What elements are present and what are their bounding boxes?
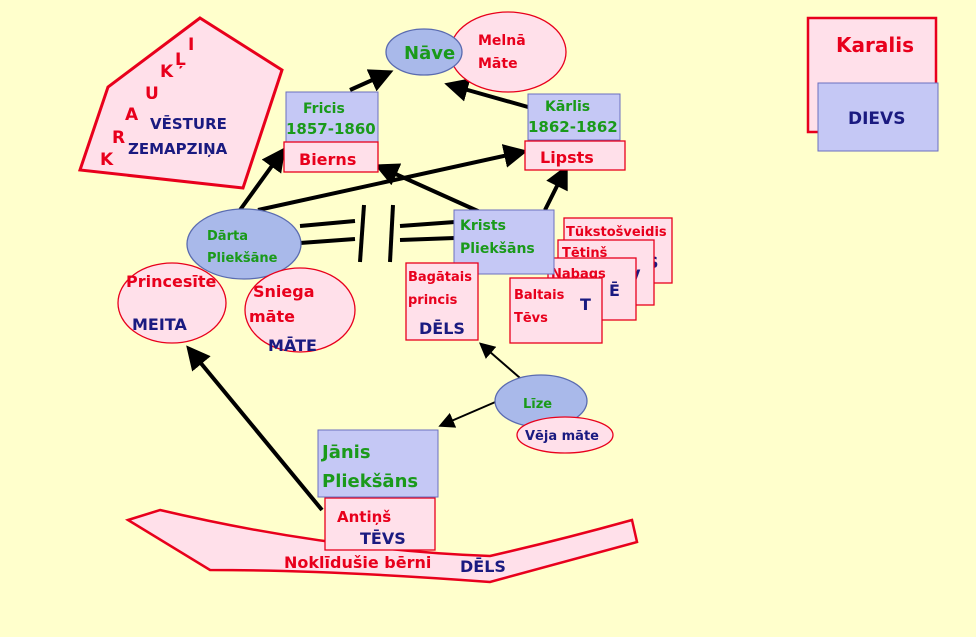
separation-line-4 (388, 204, 395, 263)
noklidusie-label: Noklīdušie bērni (284, 553, 431, 572)
arrow-fricis-nave (349, 69, 394, 92)
dels-label-2: DĒLS (460, 556, 506, 576)
melna-mate-label-1: Melnā (478, 33, 526, 49)
tevs-letter-t: T (580, 295, 591, 314)
karukli-letter-i: I (188, 35, 194, 55)
krists-label-1: Krists (460, 218, 506, 234)
sniega-label-1: Sniega (253, 282, 315, 301)
arrow-karlis-nave (444, 78, 529, 109)
krists-label-2: Pliekšāns (460, 241, 535, 257)
janis-label-1: Jānis (320, 442, 371, 463)
separation-line-6 (399, 236, 456, 242)
tevs-label: TĒVS (360, 528, 406, 548)
darta-label-1: Dārta (207, 229, 248, 244)
sniega-mate-ellipse (244, 267, 356, 353)
antins-box (324, 497, 436, 551)
bagatais-label-2: princis (408, 293, 458, 308)
sniega-label-2: māte (249, 307, 295, 326)
nave-ellipse (385, 28, 463, 76)
karukli-letter-k2: K (160, 62, 174, 82)
separation-line-1 (299, 219, 356, 228)
veja-mate-label: Vēja māte (525, 429, 599, 444)
baltais-tevs-card (509, 277, 603, 344)
karukli-letter-u: U (145, 84, 159, 104)
karukli-letter-a: A (125, 105, 139, 125)
separation-line-3 (358, 204, 366, 263)
princesite-ellipse (117, 262, 227, 344)
arrow-krists-bierns (374, 163, 481, 214)
janis-box (317, 429, 439, 498)
tetins-label: Tētiņš (562, 246, 608, 261)
darta-label-2: Pliekšāne (207, 251, 278, 266)
karlis-years: 1862-1862 (528, 118, 618, 136)
mate-label: MĀTE (268, 335, 317, 355)
fricis-box (285, 91, 379, 143)
nave-label: Nāve (404, 43, 455, 64)
melna-mate-label-2: Māte (478, 56, 518, 72)
karukli-letter-k1: K (100, 150, 114, 170)
lize-label: Līze (523, 397, 552, 412)
bierns-box (283, 141, 379, 173)
baltais-label: Baltais (514, 288, 565, 303)
dels-label-1: DĒLS (419, 318, 465, 338)
karlis-name: Kārlis (545, 99, 590, 115)
bagatais-label-1: Bagātais (408, 270, 472, 285)
bierns-label: Bierns (299, 150, 356, 169)
karukli-letter-l: Ļ (175, 50, 186, 70)
noklidusie-berni-banner (124, 508, 639, 584)
janis-label-2: Pliekšāns (322, 471, 418, 492)
arrow-krists-lipsts (543, 164, 568, 211)
tevs-letter-e: Ē (609, 280, 620, 300)
fricis-name: Fricis (303, 101, 345, 117)
dievs-label: DIEVS (848, 109, 905, 129)
veja-mate-ellipse (516, 416, 614, 454)
arrow-darta-fricis (238, 147, 286, 212)
meita-label: MEITA (132, 315, 187, 334)
arrow-janis-princesite (186, 345, 324, 512)
arrow-lize-dels (478, 342, 521, 379)
princesite-label: Princesīte (126, 272, 216, 291)
separation-line-2 (299, 237, 356, 245)
separation-line-5 (399, 220, 456, 228)
karlis-box (527, 93, 621, 141)
lipsts-label: Lipsts (540, 148, 594, 167)
zemapzina-label: ZEMAPZIŅA (128, 140, 228, 158)
vesture-label: VĒSTURE (150, 113, 227, 133)
antins-label: Antiņš (337, 508, 391, 526)
dievs-box (817, 82, 939, 152)
lipsts-box (524, 140, 626, 171)
melna-mate-ellipse (449, 11, 567, 93)
bagatais-princis-box (405, 262, 479, 341)
karalis-label: Karalis (836, 33, 914, 57)
arrow-lize-janis (438, 399, 501, 428)
baltais-tevs-label: Tēvs (514, 311, 548, 326)
karukli-letter-r: R (112, 128, 125, 148)
tukstosveidis-label: Tūkstošveidis (566, 225, 667, 240)
fricis-years: 1857-1860 (286, 120, 376, 138)
karukli-polygon (77, 16, 284, 190)
darta-ellipse (186, 208, 302, 280)
